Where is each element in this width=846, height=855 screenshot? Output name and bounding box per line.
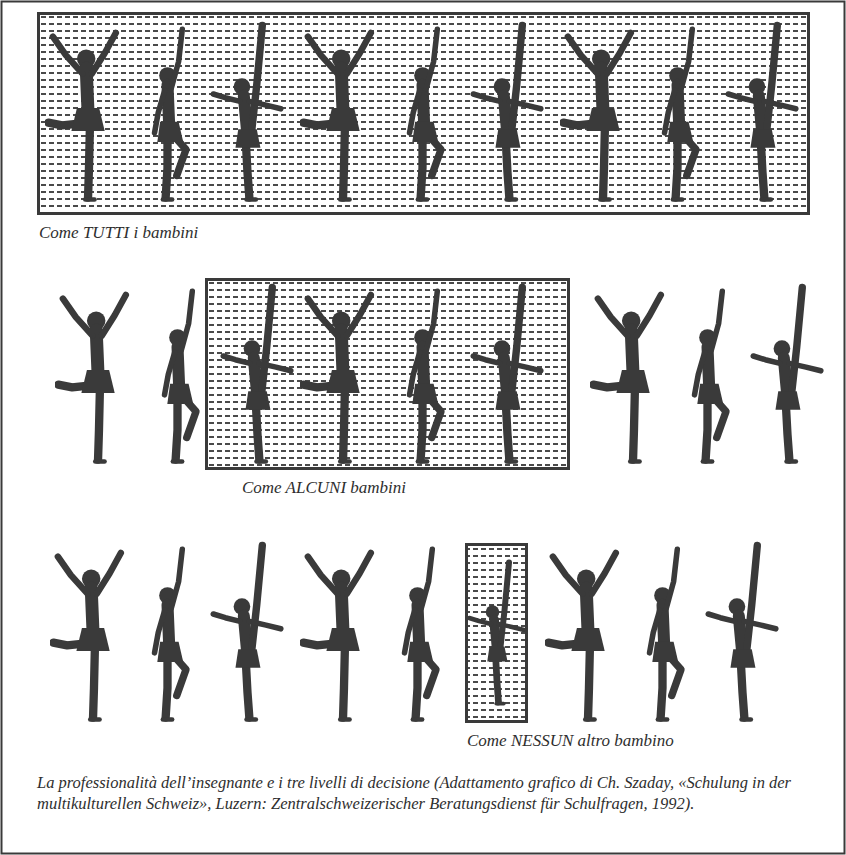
dancer-figure — [473, 288, 541, 462]
dancer-figure — [58, 295, 126, 462]
dancer-figure — [728, 26, 796, 200]
dancer-figure — [303, 553, 371, 720]
dotted-fill — [37, 12, 810, 215]
dancer-figure — [410, 291, 441, 461]
dancer-figure — [303, 295, 371, 462]
dancer-figure — [563, 33, 631, 200]
box-border — [465, 543, 528, 723]
dancer-figure — [155, 29, 186, 199]
figure-caption: La professionalità dell’insegnante e i t… — [37, 772, 827, 815]
dotted-fill — [205, 278, 570, 470]
dancer-figures — [48, 26, 821, 720]
group-label: Come ALCUNI bambini — [242, 478, 406, 498]
pattern-layer — [37, 12, 810, 723]
dancer-figure — [593, 295, 661, 462]
group-box: Come NESSUN altro bambino — [465, 543, 528, 723]
dancer-figure — [303, 33, 371, 200]
box-border — [37, 12, 810, 215]
dancer-figure — [213, 26, 281, 200]
group-label: Come NESSUN altro bambino — [467, 731, 674, 751]
box-border — [205, 278, 570, 470]
dancer-figure — [410, 29, 441, 199]
dancer-figure — [548, 553, 616, 720]
dancer-figure — [405, 549, 436, 719]
dancer-figure — [695, 291, 726, 461]
dancer-figure — [48, 33, 116, 200]
dancer-figure — [223, 288, 291, 462]
dancer-figure — [708, 546, 776, 720]
group-label: Come TUTTI i bambini — [39, 223, 198, 243]
dancer-figure — [469, 563, 524, 704]
dotted-fill — [465, 543, 528, 723]
dancer-figure — [213, 546, 281, 720]
dancer-figure — [753, 288, 821, 462]
dancer-figure — [650, 549, 681, 719]
dancer-figure — [665, 29, 696, 199]
dancer-figure — [53, 553, 121, 720]
dancer-figure — [155, 549, 186, 719]
dancer-figure — [165, 291, 196, 461]
group-box: Come ALCUNI bambini — [205, 278, 570, 470]
group-box: Come TUTTI i bambini — [37, 12, 810, 215]
dancer-figure — [473, 26, 541, 200]
